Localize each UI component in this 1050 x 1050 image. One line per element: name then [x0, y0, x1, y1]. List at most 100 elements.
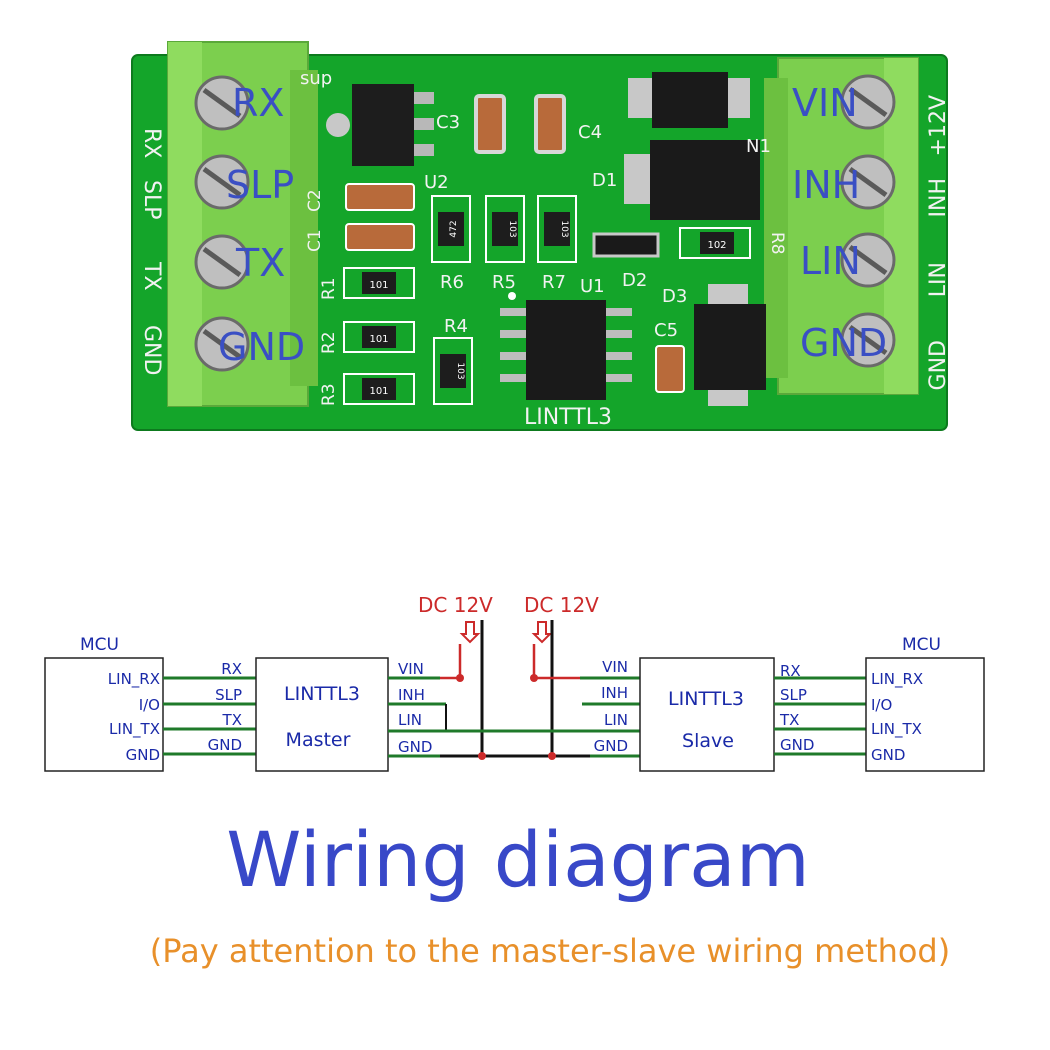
wiring-diagram: DC 12V DC 12V MCU LIN_RX I/O LIN_TX GND [44, 593, 985, 772]
slave-pin-rx: RX [780, 662, 801, 680]
silk-left-labels: RX SLP TX GND [139, 128, 164, 375]
regulator-u2 [326, 84, 434, 166]
power-arrow-2 [531, 621, 553, 644]
slave-role: Slave [682, 730, 734, 752]
screw-right-2 [840, 154, 896, 210]
silk-model: LINTTL3 [524, 405, 612, 430]
master-name: LINTTL3 [284, 683, 360, 705]
transistor-n1 [628, 72, 750, 128]
resistor-r8: 102 [679, 227, 751, 259]
silk-right-labels: +12V INH LIN GND [926, 95, 951, 390]
silk-d2: D2 [622, 270, 647, 291]
screw-left-3 [194, 234, 250, 290]
power-wires [458, 644, 536, 678]
pin-label-gnd: GND [218, 325, 305, 369]
slave-pin-tx: TX [779, 711, 799, 729]
pin-label-rx: RX [232, 81, 284, 125]
left-mcu-title: MCU [80, 635, 119, 655]
silk-left-tx: TX [139, 261, 164, 291]
resistor-r4: 103 [433, 337, 473, 405]
master-pin-vin: VIN [398, 660, 424, 678]
slave-box [639, 657, 775, 772]
screw-left-2 [194, 154, 250, 210]
capacitor-c2 [345, 183, 415, 211]
pin-label-inh: INH [792, 163, 860, 207]
master-role: Master [286, 729, 351, 751]
junction-dot-3 [478, 752, 486, 760]
right-mcu-pin-lin-rx: LIN_RX [871, 670, 923, 689]
pin-label-gnd-right: GND [800, 321, 887, 365]
resistor-r2: 101 [343, 321, 415, 353]
silk-c5: C5 [654, 320, 678, 341]
resistor-r1: 101 [343, 267, 415, 299]
silk-u1: U1 [580, 276, 605, 297]
svg-text:103: 103 [507, 220, 517, 237]
pcb-board: RX SLP TX GND +12V INH LIN GND sup U2 C3… [131, 41, 951, 431]
master-pin-slp: SLP [215, 686, 242, 704]
silk-left-rx: RX [139, 128, 164, 158]
silk-right-inh: INH [926, 178, 951, 218]
left-mcu-pin-io: I/O [139, 696, 160, 714]
diode-d1 [624, 140, 760, 220]
silk-c1: C1 [305, 229, 325, 252]
capacitor-c5 [655, 345, 685, 393]
pin-label-lin: LIN [800, 239, 861, 283]
capacitor-c4 [534, 94, 566, 154]
diode-d2 [592, 232, 660, 258]
silk-right-lin: LIN [926, 262, 951, 297]
screw-right-4 [840, 312, 896, 368]
slave-pin-lin: LIN [604, 711, 628, 729]
terminal-block-right [764, 57, 919, 395]
capacitor-c3 [474, 94, 506, 154]
master-pin-gnd-right: GND [398, 738, 432, 756]
silk-r1: R1 [319, 277, 339, 300]
silk-c4: C4 [578, 122, 602, 143]
slave-pin-gnd: GND [594, 737, 628, 755]
screw-right-3 [840, 232, 896, 288]
master-pin-tx: TX [222, 711, 242, 729]
resistor-r7: 103 [537, 195, 577, 263]
power-label-1: DC 12V [418, 593, 493, 617]
ground-wires [440, 620, 590, 758]
silk-u2: U2 [424, 172, 449, 193]
svg-text:101: 101 [369, 334, 388, 345]
right-mcu-pin-lin-tx: LIN_TX [871, 720, 922, 739]
silk-r2: R2 [319, 331, 339, 354]
pin-label-slp: SLP [226, 163, 294, 207]
junction-dot-1 [456, 674, 464, 682]
ic-u1 [500, 292, 632, 400]
svg-text:102: 102 [707, 240, 726, 251]
master-pin-inh: INH [398, 686, 425, 704]
master-pin-gnd: GND [208, 736, 242, 754]
right-signal-wires [774, 676, 866, 756]
silk-c2: C2 [305, 189, 325, 212]
capacitor-c1 [345, 223, 415, 251]
left-signal-wires [163, 676, 256, 756]
svg-text:472: 472 [449, 220, 459, 237]
left-mcu-box [44, 657, 164, 772]
slave-pin-vin: VIN [602, 658, 628, 676]
right-mcu-box [865, 657, 985, 772]
resistor-r5: 103 [485, 195, 525, 263]
page-title: Wiring diagram [226, 815, 810, 904]
silk-c3: C3 [436, 112, 460, 133]
silk-r8: R8 [767, 232, 787, 255]
slave-pin-slp: SLP [780, 686, 807, 704]
left-mcu-pin-gnd: GND [126, 746, 160, 764]
silk-right-12v: +12V [926, 95, 951, 156]
power-arrow-1 [459, 621, 481, 644]
svg-text:103: 103 [455, 362, 465, 379]
silk-r3: R3 [319, 383, 339, 406]
junction-dot-4 [548, 752, 556, 760]
pin-label-vin: VIN [792, 81, 858, 125]
pin-labels-right: VIN INH LIN GND [792, 81, 887, 365]
slave-input-wires [534, 676, 640, 758]
right-mcu-title: MCU [902, 635, 941, 655]
silk-left-gnd: GND [139, 325, 164, 375]
terminal-block-left [167, 41, 318, 407]
silk-r5: R5 [492, 272, 516, 293]
svg-text:101: 101 [369, 280, 388, 291]
slave-name: LINTTL3 [668, 688, 744, 710]
master-output-wires [388, 676, 640, 758]
screw-right-1 [840, 74, 896, 130]
